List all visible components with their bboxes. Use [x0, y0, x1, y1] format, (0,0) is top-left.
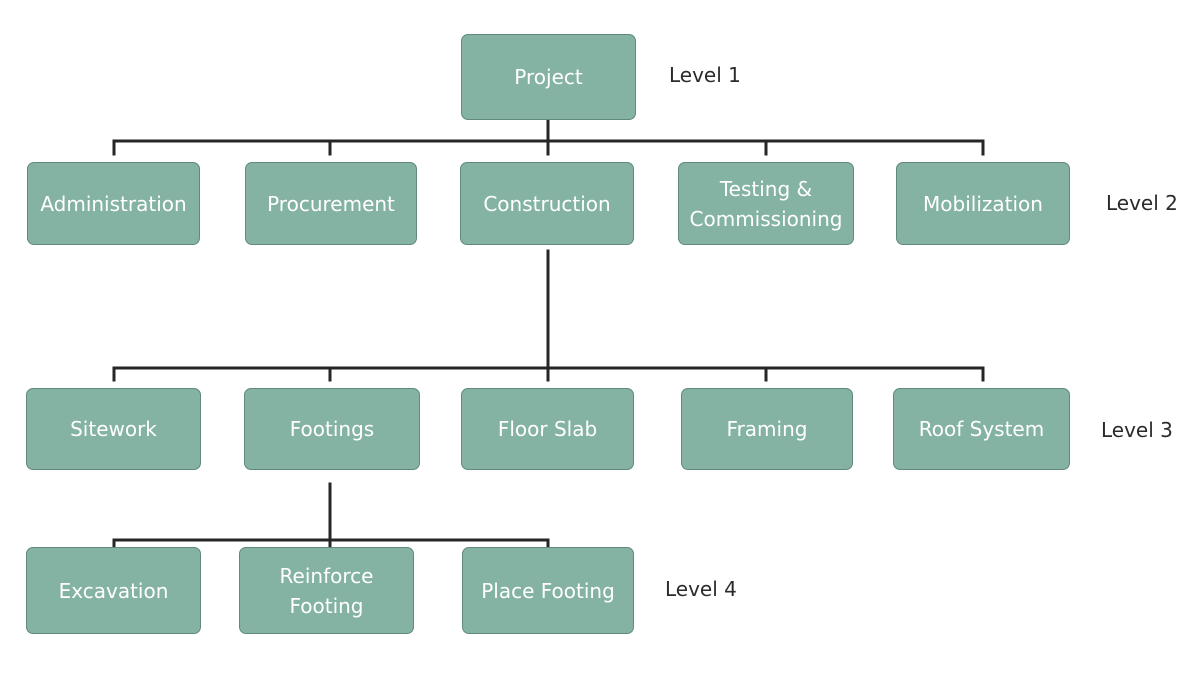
- node-roof-system: Roof System: [893, 388, 1070, 470]
- node-floor-slab: Floor Slab: [461, 388, 634, 470]
- node-place-footing: Place Footing: [462, 547, 634, 634]
- node-construction: Construction: [460, 162, 634, 245]
- level-label-2: Level 2: [1106, 191, 1178, 215]
- node-footings: Footings: [244, 388, 420, 470]
- level-label-1: Level 1: [669, 63, 741, 87]
- node-mobilization: Mobilization: [896, 162, 1070, 245]
- node-project: Project: [461, 34, 636, 120]
- node-sitework: Sitework: [26, 388, 201, 470]
- level-label-4: Level 4: [665, 577, 737, 601]
- node-excavation: Excavation: [26, 547, 201, 634]
- node-administration: Administration: [27, 162, 200, 245]
- level-label-3: Level 3: [1101, 418, 1173, 442]
- node-procurement: Procurement: [245, 162, 417, 245]
- node-reinforce-footing: Reinforce Footing: [239, 547, 414, 634]
- node-framing: Framing: [681, 388, 853, 470]
- node-testing-commissioning: Testing & Commissioning: [678, 162, 854, 245]
